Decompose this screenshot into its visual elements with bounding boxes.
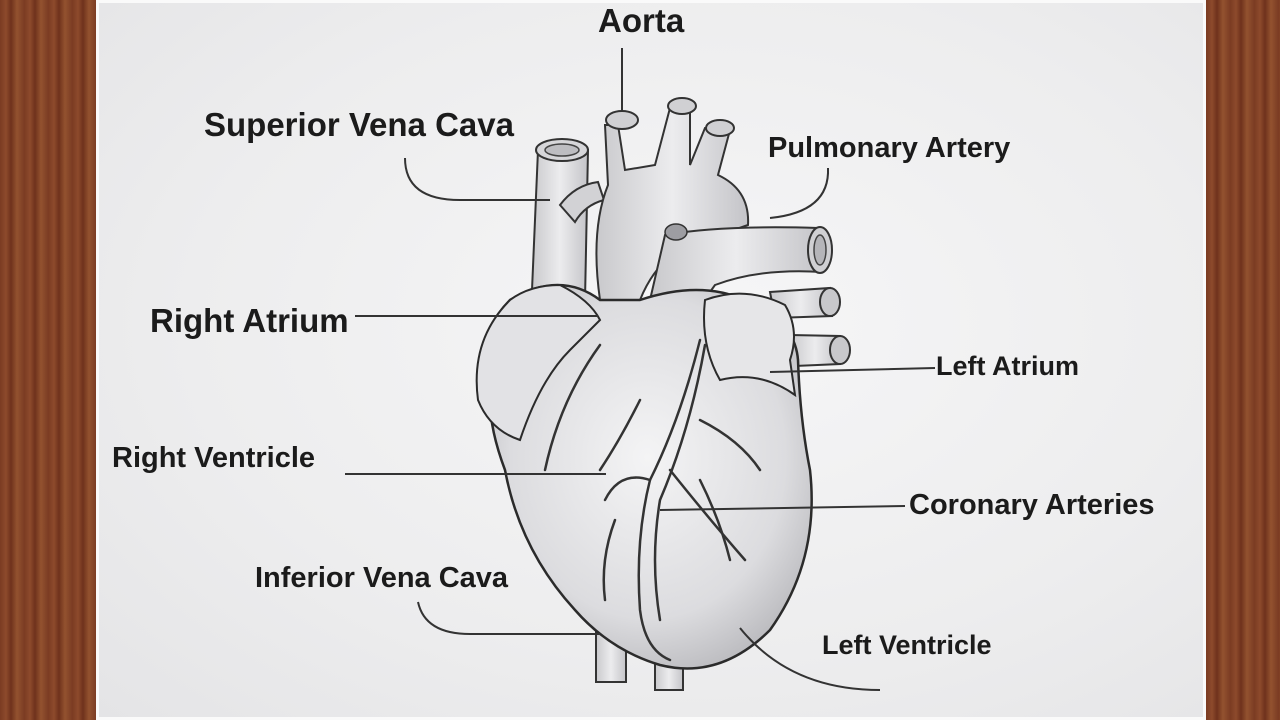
aorta-vessel: [595, 97, 750, 301]
pulmonary-veins: [768, 286, 851, 368]
superior-vena-cava-leader: [404, 157, 550, 201]
label-coronary-arteries: Coronary Arteries: [909, 489, 1155, 521]
label-aorta: Aorta: [598, 2, 685, 39]
coronary-arteries-leader: [659, 505, 906, 511]
label-left-ventricle: Left Ventricle: [822, 630, 992, 660]
superior-vena-cava-vessel: [530, 138, 606, 302]
label-inferior-vena-cava: Inferior Vena Cava: [255, 562, 509, 594]
coronary-arteries-vessels: [543, 338, 762, 662]
inferior-vena-cava-leader: [417, 601, 600, 635]
label-right-atrium: Right Atrium: [150, 302, 349, 339]
wooden-frame-left: [0, 0, 96, 720]
label-right-ventricle: Right Ventricle: [112, 442, 316, 474]
left-ventricle-leader: [739, 627, 881, 691]
wooden-frame-right: [1206, 0, 1280, 720]
label-superior-vena-cava: Superior Vena Cava: [204, 106, 514, 143]
pulmonary-artery-leader: [769, 167, 830, 219]
label-pulmonary-artery: Pulmonary Artery: [768, 132, 1011, 164]
heart-body: [475, 283, 813, 670]
leader-lines: [345, 48, 936, 691]
label-left-atrium: Left Atrium: [936, 351, 1079, 381]
left-atrium-leader: [769, 367, 936, 373]
